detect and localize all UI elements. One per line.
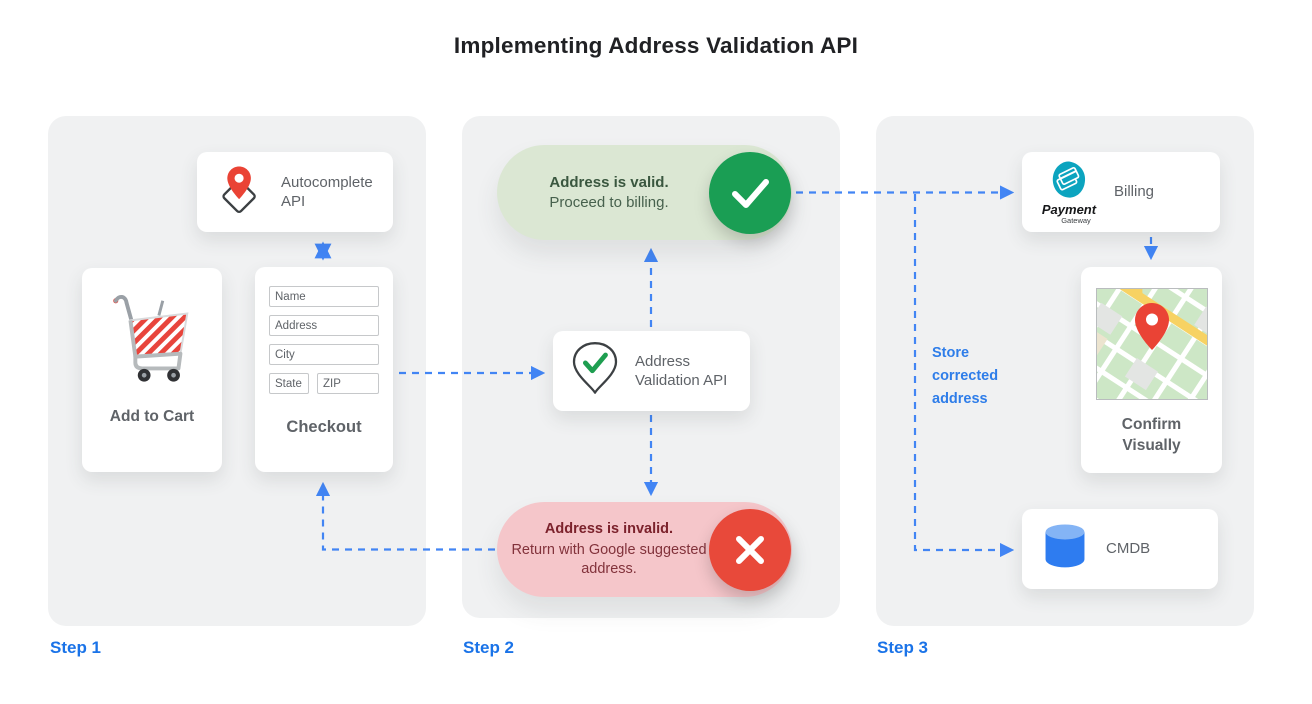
autocomplete-api-label: Autocomplete API [281, 173, 373, 211]
address-invalid-banner: Address is invalid. Return with Google s… [497, 502, 792, 597]
checkout-label: Checkout [286, 418, 362, 436]
billing-card: Payment Gateway Billing [1022, 152, 1220, 232]
address-input[interactable] [269, 315, 379, 336]
address-valid-banner: Address is valid. Proceed to billing. [497, 145, 792, 240]
page-title: Implementing Address Validation API [453, 33, 859, 58]
state-input[interactable] [269, 373, 309, 394]
x-circle-icon [709, 508, 791, 591]
name-input[interactable] [269, 286, 379, 307]
confirm-visually-label: Confirm Visually [1121, 416, 1182, 454]
billing-label: Billing [1114, 183, 1155, 201]
valid-banner-subtitle: Proceed to billing. [549, 194, 669, 212]
step2-label: Step 2 [463, 638, 515, 657]
shopping-cart-icon [103, 290, 201, 393]
pin-check-icon [567, 341, 623, 402]
map-pin-diamond-icon [211, 161, 269, 224]
autocomplete-api-card: Autocomplete API [197, 152, 393, 232]
city-input[interactable] [269, 344, 379, 365]
confirm-visually-card: Confirm Visually [1081, 267, 1222, 473]
checkout-card: Checkout [255, 267, 393, 472]
payment-gateway-logo: Payment Gateway [1036, 159, 1102, 225]
invalid-banner-title: Address is invalid. [544, 521, 674, 538]
address-validation-api-card: Address Validation API [553, 331, 750, 411]
valid-banner-title: Address is valid. [549, 173, 669, 191]
cmdb-label: CMDB [1106, 540, 1151, 558]
step1-label: Step 1 [50, 638, 102, 657]
invalid-banner-subtitle: Return with Google suggested address. [511, 541, 707, 578]
add-to-cart-card: Add to Cart [82, 268, 222, 472]
store-corrected-address-note: Store corrected address [932, 345, 999, 408]
cmdb-card: CMDB [1022, 509, 1218, 589]
add-to-cart-label: Add to Cart [109, 408, 195, 425]
step3-label: Step 3 [877, 638, 929, 657]
check-circle-icon [709, 151, 791, 234]
checkout-form [269, 286, 379, 394]
zip-input[interactable] [317, 373, 379, 394]
address-validation-api-label: Address Validation API [635, 352, 728, 390]
database-cylinder-icon [1042, 522, 1088, 577]
payment-logo-title: Payment [1041, 202, 1097, 217]
payment-logo-subtitle: Gateway [1061, 216, 1091, 225]
map-thumbnail [1095, 288, 1208, 400]
